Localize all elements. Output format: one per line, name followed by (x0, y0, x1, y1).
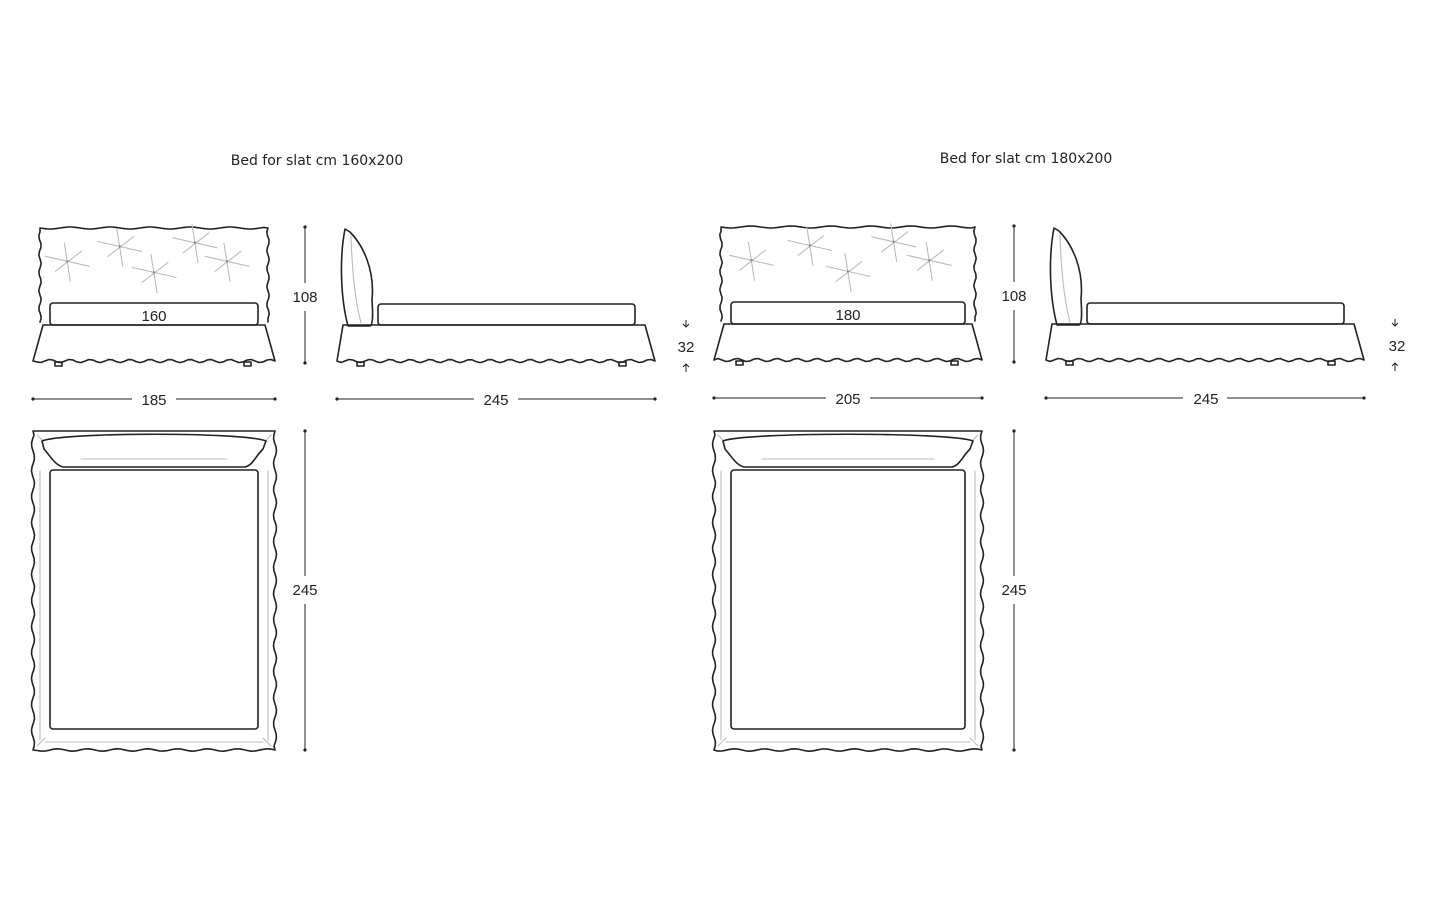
dimension-endpoint (980, 396, 984, 400)
top-length-label: 245 (1001, 582, 1026, 599)
dimension-endpoint (1012, 360, 1016, 364)
dimension-endpoint (1044, 396, 1048, 400)
base-height-arrows (1391, 319, 1399, 371)
base-side (336, 324, 656, 364)
tufting-button (928, 259, 931, 262)
front-width-label: 185 (141, 392, 166, 409)
dimension-endpoint (303, 225, 307, 229)
foot (735, 360, 744, 366)
top-length-label: 245 (292, 582, 317, 599)
headboard-outline (38, 226, 270, 323)
height-label: 108 (292, 289, 317, 306)
dimension-endpoint (31, 397, 35, 401)
bed-160-drawings: Bed for slat cm 160x200 160 185 108 245 … (30, 153, 695, 752)
headboard-side (340, 228, 374, 327)
headboard-outline (719, 225, 977, 322)
pillow-top (722, 433, 974, 468)
side-length-label: 245 (483, 392, 508, 409)
foot (950, 360, 959, 366)
pillow-fold (1059, 234, 1071, 323)
front-width-label: 205 (835, 391, 860, 408)
pillow-top (41, 433, 267, 468)
dimension-endpoint (1012, 748, 1016, 752)
top-inner-edge (36, 434, 272, 747)
pillow-fold (350, 235, 362, 324)
base-height-label: 32 (678, 339, 695, 356)
tufting-button (750, 259, 753, 262)
tufting-button (66, 260, 69, 263)
base-side (1045, 323, 1365, 363)
tufting-button (118, 245, 122, 248)
mattress-top (730, 469, 966, 730)
foot (54, 361, 63, 367)
title: Bed for slat cm 180x200 (940, 151, 1112, 167)
base-height-arrows (682, 320, 690, 372)
dimension-endpoint (712, 396, 716, 400)
foot (356, 361, 365, 367)
dimension-endpoint (1362, 396, 1366, 400)
dimension-endpoint (303, 429, 307, 433)
mattress-side (1086, 302, 1345, 325)
dimension-endpoint (303, 361, 307, 365)
dimension-endpoint (303, 748, 307, 752)
top-outline (30, 430, 278, 752)
slat-width-label: 160 (141, 308, 166, 325)
mattress-top (49, 469, 259, 730)
top-outline (711, 430, 985, 752)
dimension-endpoint (1012, 429, 1016, 433)
title: Bed for slat cm 160x200 (231, 153, 403, 169)
side-length-label: 245 (1193, 391, 1218, 408)
tufting-button (892, 240, 895, 243)
dimension-endpoint (1012, 224, 1016, 228)
height-label: 108 (1001, 288, 1026, 305)
base-front (713, 323, 983, 363)
foot (243, 361, 252, 367)
base-front (32, 324, 276, 364)
tufting-button (152, 271, 156, 274)
foot (1327, 360, 1336, 366)
foot (618, 361, 627, 367)
tufting-button (193, 241, 197, 244)
tufting-button (846, 270, 850, 273)
headboard-side (1049, 227, 1083, 326)
top-inner-edge (717, 434, 979, 747)
mattress-side (377, 303, 636, 326)
bed-180-drawings: Bed for slat cm 180x200 180 205 108 245 … (711, 151, 1406, 752)
slat-width-label: 180 (835, 307, 860, 324)
tufting-button (225, 260, 229, 263)
base-height-label: 32 (1389, 338, 1406, 355)
dimension-endpoint (653, 397, 657, 401)
tufting-button (808, 244, 812, 247)
dimension-endpoint (273, 397, 277, 401)
foot (1065, 360, 1074, 366)
dimension-endpoint (335, 397, 339, 401)
